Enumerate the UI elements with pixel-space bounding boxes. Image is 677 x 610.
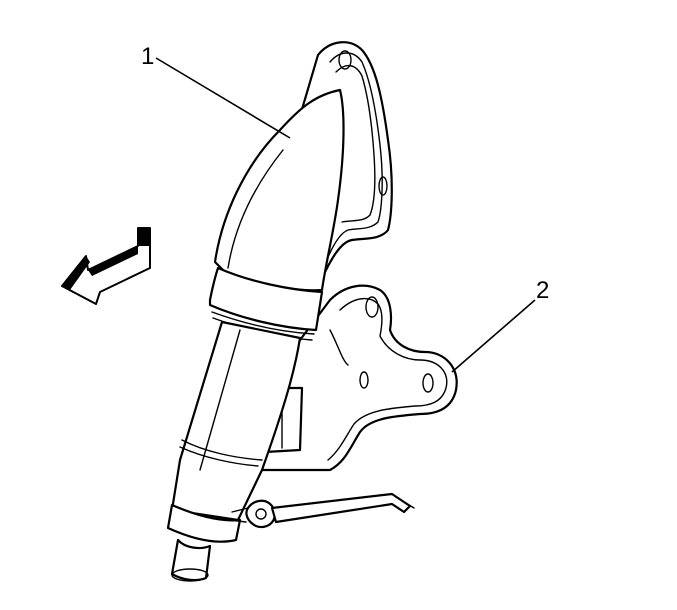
callout-1-leader xyxy=(155,57,291,139)
callout-2-label: 2 xyxy=(536,277,549,304)
callout-1-label: 1 xyxy=(141,43,154,70)
shift-linkage-rod xyxy=(229,492,415,529)
front-direction-arrow-icon xyxy=(61,227,151,305)
steering-column xyxy=(166,88,345,582)
mounting-bracket xyxy=(253,284,458,472)
callout-2-leader xyxy=(451,299,536,373)
